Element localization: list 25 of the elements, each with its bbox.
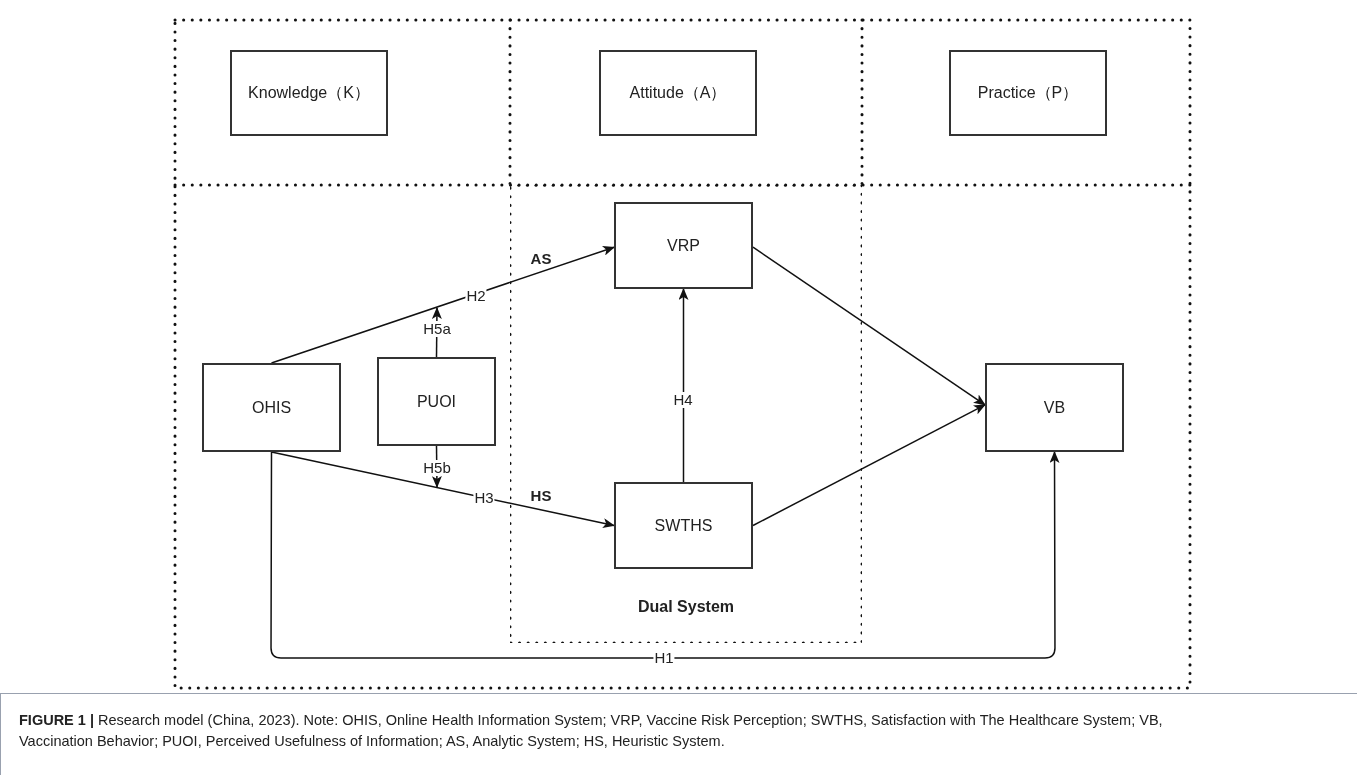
dotted-region <box>510 185 862 643</box>
arrow <box>270 451 615 529</box>
concept-box: OHIS <box>202 363 341 452</box>
edge-label: H5a <box>422 321 452 337</box>
edge-label: H4 <box>672 392 694 408</box>
arrow <box>752 404 986 527</box>
system-label: AS <box>529 251 553 267</box>
arrow <box>270 246 615 364</box>
edge-label: H5b <box>422 460 452 476</box>
region-title: Dual System <box>638 597 734 617</box>
concept-box: SWTHS <box>614 482 753 569</box>
concept-box: Attitude（A） <box>599 50 757 136</box>
concept-box: PUOI <box>377 357 496 446</box>
arrow <box>678 288 689 483</box>
concept-box: Practice（P） <box>949 50 1107 136</box>
edge-label: H1 <box>653 650 675 666</box>
edge-label: H3 <box>473 490 495 506</box>
arrow <box>752 246 986 406</box>
system-label: HS <box>529 488 553 504</box>
arrow <box>270 451 1060 659</box>
concept-box: VRP <box>614 202 753 289</box>
concept-box: VB <box>985 363 1124 452</box>
concept-box: Knowledge（K） <box>230 50 388 136</box>
edge-label: H2 <box>465 288 487 304</box>
figure-caption: FIGURE 1 | Research model (China, 2023). Note: OHIS, Online Health Information System; VRP, Vaccine Risk Perception; SWTHS, Satisfaction with The Healthcare System; VB, Vaccination Behavior; PUOI, Perceived Usefulness of Information; AS, Analytic System; HS, Heuristic System. <box>19 711 1164 751</box>
